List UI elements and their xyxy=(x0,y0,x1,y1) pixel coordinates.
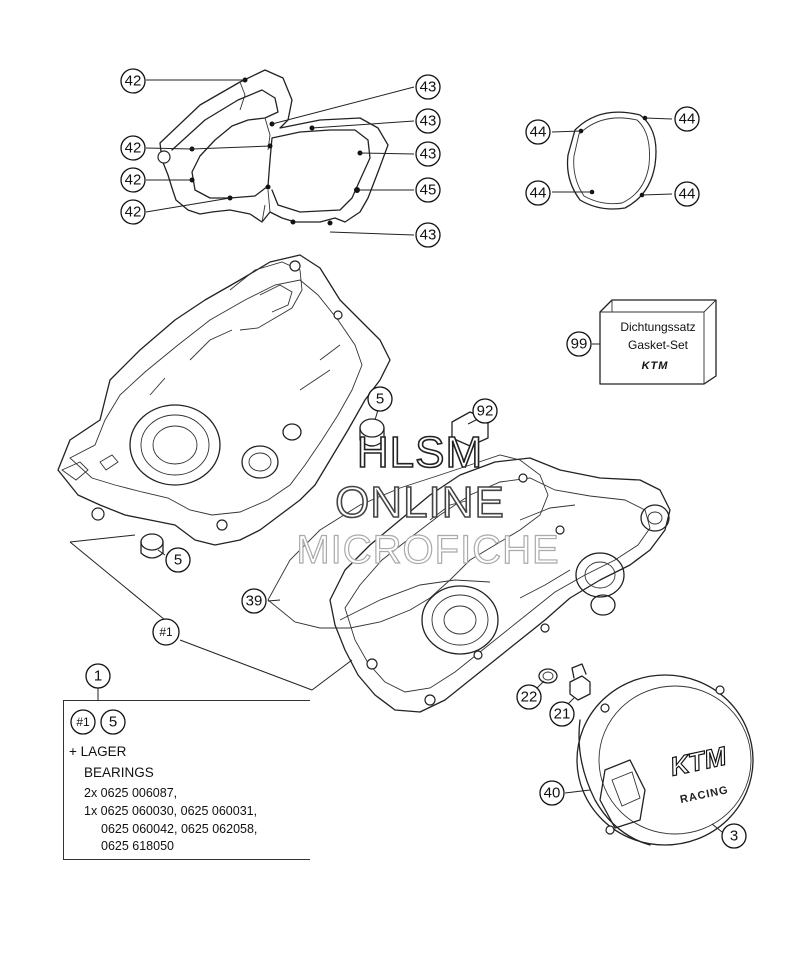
svg-text:43: 43 xyxy=(420,227,437,244)
drain-plug-21 xyxy=(565,663,591,707)
svg-text:5: 5 xyxy=(109,714,117,731)
gasket-set-box xyxy=(592,299,717,385)
callout-1[interactable]: 1 xyxy=(85,663,111,689)
legend-line-lager: + LAGER xyxy=(69,744,127,759)
callout-44[interactable]: 44 xyxy=(525,119,551,145)
svg-text:44: 44 xyxy=(679,186,696,203)
legend-box xyxy=(63,700,310,860)
legend-part-numbers: 0625 618050 xyxy=(101,839,174,853)
svg-text:21: 21 xyxy=(554,706,571,723)
ignition-cover: KTM RACING xyxy=(564,674,754,846)
callout-44[interactable]: 44 xyxy=(674,106,700,132)
callout-44[interactable]: 44 xyxy=(674,181,700,207)
callouts: 42 42 42 42 43 43 43 45 43 44 44 44 44 9… xyxy=(70,68,747,849)
svg-text:44: 44 xyxy=(530,185,547,202)
svg-text:42: 42 xyxy=(125,140,142,157)
svg-text:43: 43 xyxy=(420,146,437,163)
callout-45[interactable]: 45 xyxy=(415,177,441,203)
callout-5[interactable]: 5 xyxy=(367,386,393,412)
callout-44[interactable]: 44 xyxy=(525,180,551,206)
callout-43[interactable]: 43 xyxy=(415,222,441,248)
crankcase-gasket xyxy=(157,69,389,226)
legend-line-bearings: BEARINGS xyxy=(84,765,154,780)
svg-text:5: 5 xyxy=(174,552,182,569)
callout-39[interactable]: 39 xyxy=(241,588,267,614)
bearing-lower xyxy=(140,533,166,559)
callout-22[interactable]: 22 xyxy=(516,684,542,710)
callout-43[interactable]: 43 xyxy=(415,108,441,134)
callout-hash-1[interactable]: #1 xyxy=(152,618,180,646)
svg-text:3: 3 xyxy=(730,828,738,845)
svg-text:39: 39 xyxy=(246,593,263,610)
legend-part-numbers: 0625 060042, 0625 062058, xyxy=(101,822,258,836)
callout-92[interactable]: 92 xyxy=(472,398,498,424)
right-crankcase-half xyxy=(329,457,671,713)
svg-text:42: 42 xyxy=(125,204,142,221)
gasket-leaders xyxy=(145,79,415,236)
legend-part-numbers: 2x 0625 006087, xyxy=(84,786,178,800)
svg-text:1: 1 xyxy=(94,668,102,685)
gasket-set-label-de: Dichtungssatz xyxy=(620,320,696,334)
cover-logo: KTM xyxy=(667,740,730,781)
parting-gasket xyxy=(267,454,549,629)
gasket-set-logo: KTM xyxy=(641,360,669,372)
callout-42[interactable]: 42 xyxy=(120,167,146,193)
svg-text:42: 42 xyxy=(125,73,142,90)
svg-text:43: 43 xyxy=(420,79,437,96)
legend-callout-hash-1: #1 xyxy=(70,709,96,735)
svg-text:22: 22 xyxy=(521,689,538,706)
assembly-leaders xyxy=(69,534,353,700)
svg-text:44: 44 xyxy=(679,111,696,128)
callout-40[interactable]: 40 xyxy=(539,780,565,806)
ignition-cover-gasket xyxy=(551,111,673,210)
callout-43[interactable]: 43 xyxy=(415,141,441,167)
seal-ring-22 xyxy=(535,668,558,690)
legend-callout-5: 5 xyxy=(100,709,126,735)
legend-part-numbers: 1x 0625 060030, 0625 060031, xyxy=(84,804,258,818)
callout-99[interactable]: 99 xyxy=(566,331,592,357)
svg-text:44: 44 xyxy=(530,124,547,141)
svg-text:92: 92 xyxy=(477,403,494,420)
callout-42[interactable]: 42 xyxy=(120,135,146,161)
callout-5[interactable]: 5 xyxy=(165,547,191,573)
callout-43[interactable]: 43 xyxy=(415,74,441,100)
svg-text:43: 43 xyxy=(420,113,437,130)
callout-42[interactable]: 42 xyxy=(120,199,146,225)
cover-sub: RACING xyxy=(679,784,730,806)
svg-text:99: 99 xyxy=(571,336,588,353)
svg-text:45: 45 xyxy=(420,182,437,199)
svg-text:5: 5 xyxy=(376,391,384,408)
callout-21[interactable]: 21 xyxy=(549,701,575,727)
gasket-set-label-en: Gasket-Set xyxy=(627,338,689,352)
svg-text:#1: #1 xyxy=(159,625,173,639)
callout-3[interactable]: 3 xyxy=(721,823,747,849)
left-crankcase-half xyxy=(57,254,391,546)
svg-text:#1: #1 xyxy=(76,715,90,729)
callout-42[interactable]: 42 xyxy=(120,68,146,94)
svg-text:40: 40 xyxy=(544,785,561,802)
svg-text:42: 42 xyxy=(125,172,142,189)
